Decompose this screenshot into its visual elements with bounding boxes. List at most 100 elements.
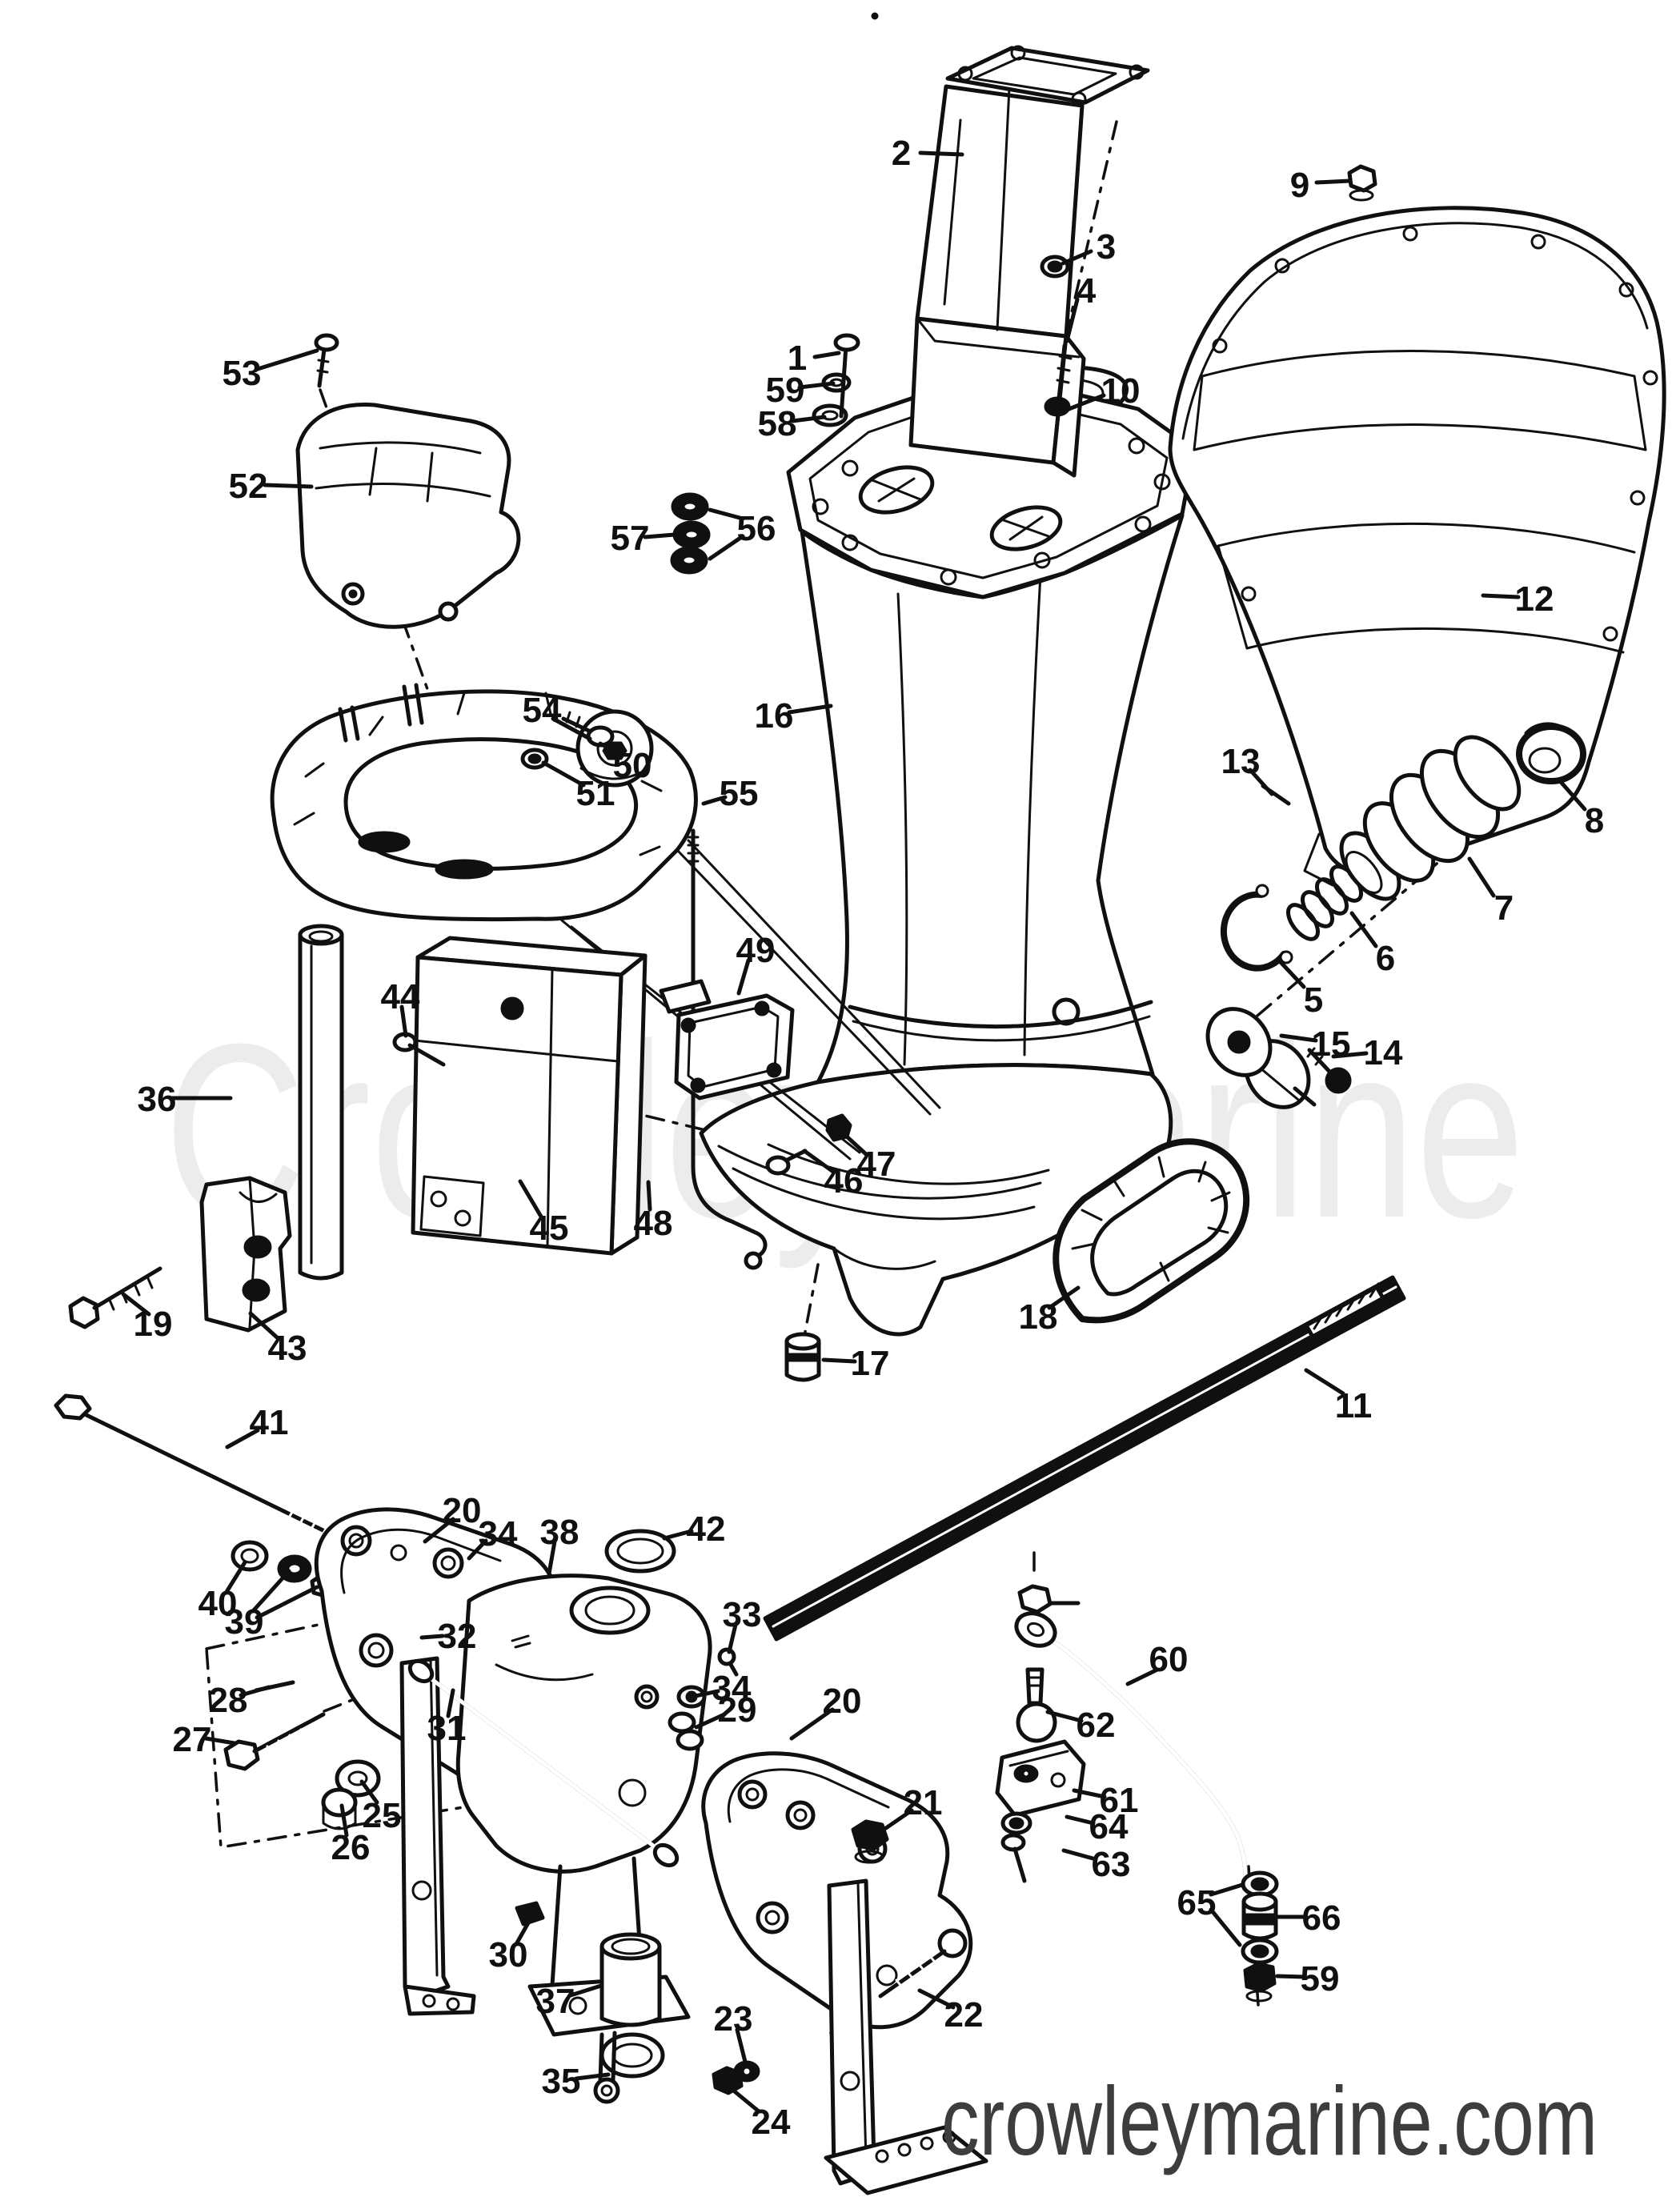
callout-6: 6 <box>1376 939 1395 978</box>
callout-25: 25 <box>363 1796 402 1835</box>
leader-line-27 <box>203 1736 237 1746</box>
callout-51: 51 <box>576 774 615 813</box>
callout-38: 38 <box>540 1513 579 1552</box>
callout-30: 30 <box>489 1935 528 1974</box>
callout-19: 19 <box>134 1305 173 1344</box>
top-nut <box>1347 164 1377 202</box>
leader-line-12 <box>1481 593 1521 599</box>
trim-strip <box>763 1275 1406 1642</box>
leader-line-2 <box>918 150 964 157</box>
leader-line-23 <box>735 2027 748 2064</box>
callout-2: 2 <box>892 134 911 173</box>
leader-line-3 <box>1061 249 1093 266</box>
callout-11: 11 <box>1335 1386 1373 1425</box>
leader-line-22 <box>917 1988 956 2010</box>
callout-57: 57 <box>611 519 650 558</box>
callout-3: 3 <box>1097 227 1116 267</box>
leader-line-19 <box>121 1292 151 1317</box>
shift-rod-grommets <box>670 492 711 575</box>
leader-line-52 <box>263 483 314 489</box>
callout-35: 35 <box>542 2062 581 2101</box>
callout-48: 48 <box>634 1204 673 1243</box>
exhaust-adapter-tube <box>908 45 1150 478</box>
callout-12: 12 <box>1515 579 1554 619</box>
leader-line-45 <box>518 1179 543 1219</box>
leader-line-35 <box>574 2072 611 2081</box>
leader-line-4 <box>1065 297 1080 343</box>
leader-line-59 <box>1275 1974 1307 1979</box>
leader-line-56 <box>708 507 745 521</box>
leader-line-65 <box>1209 1907 1242 1947</box>
leader-line-15 <box>1279 1033 1318 1043</box>
leader-line-25 <box>359 1779 379 1805</box>
grommet-and-bolt <box>1040 255 1073 417</box>
callout-10: 10 <box>1101 371 1141 411</box>
leader-line-30 <box>514 1918 532 1946</box>
callout-28: 28 <box>209 1681 248 1720</box>
leader-line-14 <box>1331 1051 1369 1059</box>
site-logo-text: crowleymarine.com <box>941 2067 1598 2175</box>
callout-14: 14 <box>1364 1033 1403 1072</box>
callout-4: 4 <box>1077 271 1097 311</box>
callout-27: 27 <box>173 1720 212 1759</box>
leader-line-59 <box>797 381 836 390</box>
callout-26: 26 <box>331 1828 371 1867</box>
leader-line-16 <box>787 704 833 715</box>
leader-line-33 <box>727 1622 738 1654</box>
callout-20: 20 <box>823 1682 862 1721</box>
leader-line-61 <box>1072 1788 1107 1799</box>
leader-line-7 <box>1467 856 1496 898</box>
cowl-support-bracket <box>295 333 521 629</box>
callout-52: 52 <box>229 467 268 506</box>
callout-8: 8 <box>1585 801 1604 840</box>
callout-58: 58 <box>758 404 797 443</box>
callout-43: 43 <box>268 1329 307 1368</box>
callout-62: 62 <box>1077 1706 1116 1745</box>
callout-17: 17 <box>851 1344 890 1383</box>
leader-line-44 <box>399 1004 408 1038</box>
leader-line-62 <box>1045 1710 1084 1723</box>
leader-line-24 <box>729 2087 761 2114</box>
callout-7: 7 <box>1494 888 1514 928</box>
callout-60: 60 <box>1149 1640 1189 1679</box>
callout-55: 55 <box>720 774 759 813</box>
leader-line-6 <box>1349 911 1378 948</box>
callout-39: 39 <box>225 1602 264 1642</box>
callout-59: 59 <box>1301 1959 1340 1999</box>
leader-line-21 <box>881 1808 914 1832</box>
callout-50: 50 <box>613 746 652 785</box>
leader-line-43 <box>248 1311 279 1340</box>
u-clamp <box>1053 1138 1250 1324</box>
callout-65: 65 <box>1177 1883 1217 1922</box>
leader-line-17 <box>821 1357 857 1364</box>
leader-line-53 <box>255 348 319 371</box>
leader-line-26 <box>339 1803 349 1838</box>
leader-line-28 <box>239 1685 271 1698</box>
pivot-tube <box>298 924 344 1281</box>
callout-41: 41 <box>250 1403 289 1442</box>
callout-63: 63 <box>1092 1845 1131 1884</box>
callout-49: 49 <box>736 931 776 970</box>
driveshaft-bearing-cluster <box>1220 722 1586 972</box>
leader-line-46 <box>802 1149 836 1174</box>
callout-64: 64 <box>1089 1807 1129 1846</box>
leader-line-9 <box>1314 178 1352 185</box>
driveshaft-housing-cover <box>1168 206 1666 887</box>
swivel-bracket-assembly <box>54 1393 988 2195</box>
leader-line-40 <box>224 1560 247 1594</box>
callout-31: 31 <box>427 1709 467 1748</box>
exhaust-housing-box <box>411 936 648 1256</box>
leader-line-29 <box>694 1712 727 1730</box>
callout-33: 33 <box>723 1595 762 1634</box>
screw-53 <box>314 333 339 352</box>
callout-42: 42 <box>687 1509 726 1549</box>
callout-22: 22 <box>944 1995 984 2035</box>
leader-line-20 <box>423 1517 455 1544</box>
leader-line-49 <box>736 958 751 996</box>
leader-line-20 <box>789 1707 835 1741</box>
callout-13: 13 <box>1221 742 1261 781</box>
drain-plug <box>784 1332 821 1382</box>
callout-18: 18 <box>1019 1297 1058 1337</box>
leader-line-18 <box>1047 1285 1081 1310</box>
